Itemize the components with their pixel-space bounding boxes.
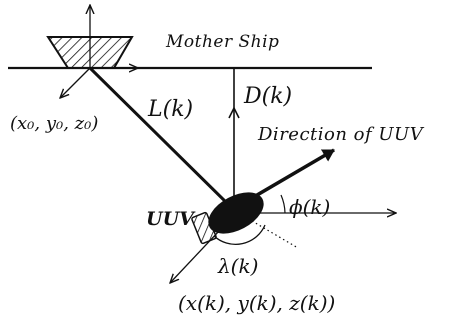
origin-y-axis bbox=[60, 67, 91, 98]
bearing-angle-label: λ(k) bbox=[217, 254, 258, 278]
range-line bbox=[88, 66, 236, 212]
uuv-body bbox=[208, 192, 264, 234]
depth-label: D(k) bbox=[243, 84, 292, 109]
mother-ship-label: Mother Ship bbox=[165, 32, 279, 52]
heading-angle-label: ϕ(k) bbox=[289, 195, 330, 219]
bearing-angle-arc bbox=[213, 224, 266, 246]
origin-label: (x₀, y₀, z₀) bbox=[10, 113, 98, 134]
uuv-label: UUV bbox=[146, 208, 196, 230]
depth-arrowhead bbox=[228, 106, 240, 119]
heading-angle-arc bbox=[280, 194, 286, 214]
uuv-vehicle bbox=[191, 192, 264, 245]
range-label: L(k) bbox=[147, 97, 193, 122]
direction-label: Direction of UUV bbox=[257, 124, 425, 145]
uuv-position-label: (x(k), y(k), z(k)) bbox=[178, 291, 335, 315]
